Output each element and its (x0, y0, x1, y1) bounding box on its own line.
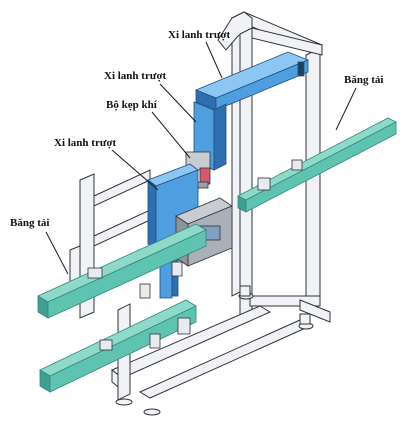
leader-gripper (151, 111, 191, 159)
left-conveyor-lower (39, 299, 197, 393)
label-gripper: Bộ kẹp khí (106, 99, 157, 111)
label-right-conveyor: Băng tải (344, 74, 384, 86)
leader-left-conveyor (45, 231, 69, 275)
left-conveyor-upper (37, 223, 207, 319)
leader-left-slider (111, 149, 159, 191)
label-top-slider: Xi lanh trượt (168, 29, 231, 41)
label-mid-slider: Xi lanh trượt (104, 70, 167, 82)
leader-lines (45, 41, 357, 275)
label-left-slider: Xi lanh trượt (54, 137, 117, 149)
leader-right-conveyor (335, 87, 357, 131)
top-slider-cylinder (193, 51, 310, 171)
leader-mid-slider (159, 83, 197, 123)
label-left-conveyor: Băng tải (10, 217, 50, 229)
right-conveyor (237, 117, 397, 213)
leader-top-slider (205, 41, 223, 79)
